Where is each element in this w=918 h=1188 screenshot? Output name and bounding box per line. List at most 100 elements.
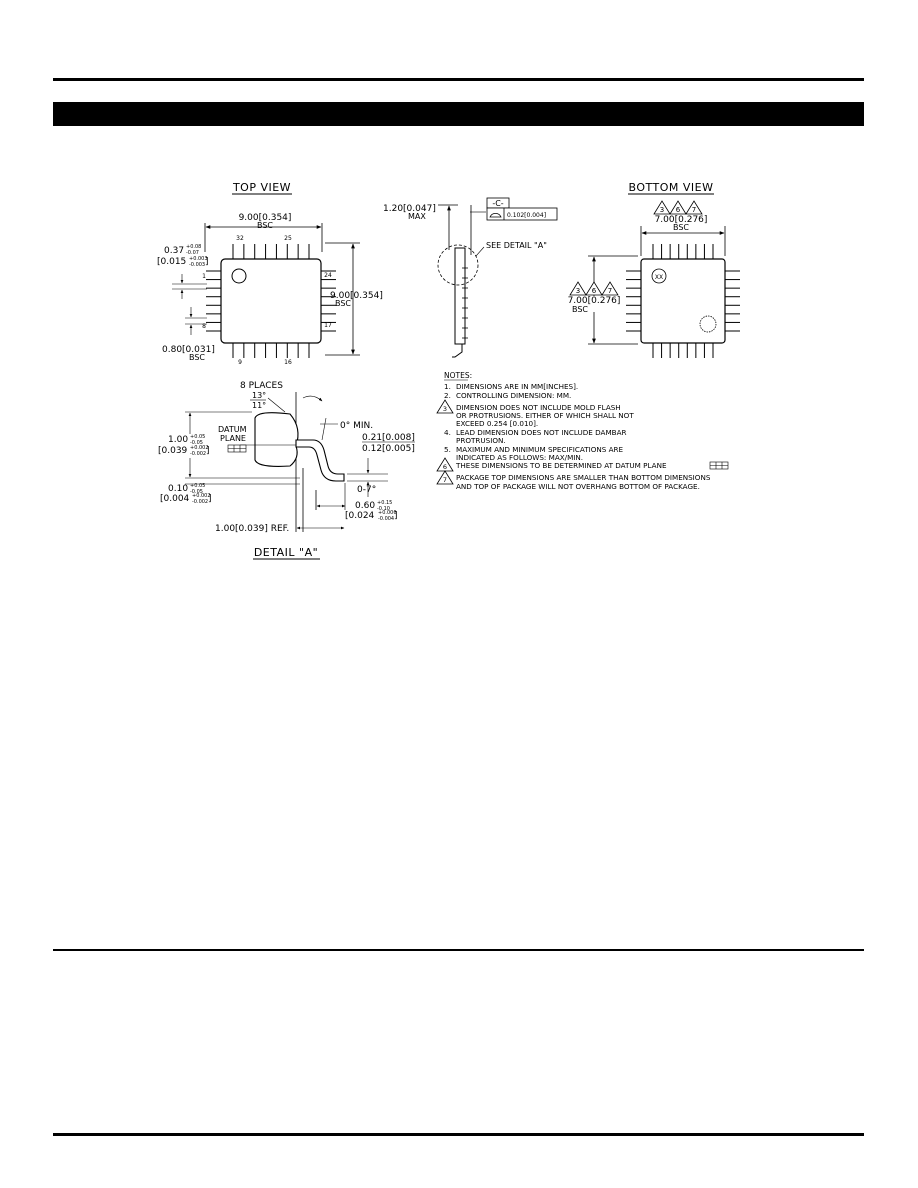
top-width-dim: 9.00[0.354] [239,213,292,223]
note-2: CONTROLLING DIMENSION: MM. [456,391,571,400]
marking-circle [651,268,667,284]
notes: NOTES: 1. DIMENSIONS ARE IN MM[INCHES]. … [436,371,729,491]
lead-width-mm-tol-hi: +0.08 [186,244,201,250]
gap-mm-tol-hi: +0.05 [190,483,205,489]
foot-length-mm: 0.60 [355,501,375,511]
bottom-width-note-refs: 3 6 7 [653,200,703,215]
flatness-frame [486,207,558,221]
pin1-marker [231,268,247,284]
top-view-leads [206,244,336,358]
bottom-width-ref-3: 7 [692,206,696,214]
footer-rule-upper [53,949,864,951]
note-4-number: 4. [444,428,451,437]
pin-label-8: 8 [202,323,206,330]
gap-in: [0.004 [160,494,190,504]
pin-label-24: 24 [324,272,332,279]
detail-min-angle: 0° MIN. [340,421,373,431]
bottom-height-ref-3: 7 [608,287,612,295]
detail-places: 8 PLACES [240,381,283,391]
bottom-height-ref-2: 6 [592,287,597,295]
detail-lead [295,439,345,482]
detail-a: 8 PLACES 13° 11° 0° MIN. DATUM PLANE 1.0… [158,381,415,560]
foot-length-in-tol-hi: +0.006 [378,510,397,516]
bottom-view-title: BOTTOM VIEW [629,181,714,194]
lead-width-in-tol-lo: -0.003 [189,262,205,268]
foot-length-mm-tol-lo: -0.10 [377,506,390,512]
bottom-width-bsc: BSC [673,223,689,232]
standoff-mm-tol-lo: -0.05 [190,440,203,446]
foot-length-in: [0.024 [345,511,375,521]
top-view: TOP VIEW 32 25 1 8 24 17 9 16 9.00[0.354… [157,181,383,366]
note-3-line1: DIMENSION DOES NOT INCLUDE MOLD FLASH [456,403,621,412]
notes-heading: NOTES: [444,371,472,380]
datum-plane-line1: DATUM [218,425,247,434]
flatness-icon [489,213,502,218]
ref-dim: 1.00[0.039] REF. [215,524,289,534]
side-view-leads [462,267,468,339]
top-height-dim: 9.00[0.354] [330,291,383,301]
gap-mm: 0.10 [168,484,188,494]
note-7-line1: PACKAGE TOP DIMENSIONS ARE SMALLER THAN … [456,473,711,482]
note-1: DIMENSIONS ARE IN MM[INCHES]. [456,382,578,391]
detail-angle-top: 13° [252,391,266,400]
bottom-view-leads [626,244,740,358]
gap-in-tol-lo: -0.002 [192,499,208,505]
bottom-width-dim: 7.00[0.276] [655,215,708,225]
pitch-dim: 0.80[0.031] [162,345,215,355]
header-rule [53,78,864,81]
bottom-height-dim: 7.00[0.276] [568,296,621,306]
note-5-line1: MAXIMUM AND MINIMUM SPECIFICATIONS ARE [456,445,623,454]
lead-angle: 0-7° [357,485,376,495]
standoff-in-tol-hi: +0.002 [190,445,209,451]
lead-width-in-close: ] [205,257,209,267]
lead-width-mm: 0.37 [164,246,184,256]
standoff-mm: 1.00 [168,435,188,445]
note-3-line3: EXCEED 0.254 [0.010]. [456,419,538,428]
foot-length-mm-tol-hi: +0.15 [377,500,392,506]
note-3-number: 3 [443,405,447,413]
bottom-height-bsc: BSC [572,305,588,314]
note-4-line2: PROTRUSION. [456,436,506,445]
lead-width-in: [0.015 [157,257,186,267]
thickness-max: 0.21[0.008] [362,433,415,443]
gap-in-tol-hi: +0.002 [192,493,211,499]
top-width-bsc: BSC [257,221,273,230]
top-view-body [220,258,322,344]
note-6: THESE DIMENSIONS TO BE DETERMINED AT DAT… [455,461,667,470]
side-max-label: MAX [408,212,426,221]
bottom-height-ref-1: 3 [576,287,580,295]
note-5-number: 5. [444,445,451,454]
pin-label-25: 25 [284,235,292,242]
datum-c-label: -C- [492,199,503,208]
gap-in-close: ] [208,494,212,504]
header-bar [53,102,864,126]
bottom-view: BOTTOM VIEW 3 6 7 7.00[0.276] BSC XX 3 [566,181,740,358]
lead-width-in-tol-hi: +0.003 [189,256,208,262]
foot-length-in-tol-lo: -0.004 [378,516,394,522]
standoff-in-tol-lo: -0.002 [190,451,206,457]
datum-plane-line2: PLANE [220,434,246,443]
note-2-number: 2. [444,391,451,400]
flatness-value: 0.102[0.004] [507,212,546,219]
foot-length-in-close: ] [394,511,398,521]
standoff-in: [0.039 [158,446,188,456]
side-view-body [454,247,466,345]
note-4-line1: LEAD DIMENSION DOES NOT INCLUDE DAMBAR [456,428,627,437]
see-detail-a: SEE DETAIL "A" [486,241,547,250]
pin-label-1: 1 [202,273,206,280]
bottom-width-ref-2: 6 [676,206,681,214]
pin-label-32: 32 [236,235,244,242]
gap-mm-tol-lo: -0.05 [190,489,203,495]
note-1-number: 1. [444,382,451,391]
standoff-in-close: ] [206,446,210,456]
pin-label-16: 16 [284,359,292,366]
top-height-bsc: BSC [335,299,351,308]
pitch-bsc: BSC [189,353,205,362]
bottom-marking: XX [655,274,663,281]
thickness-min: 0.12[0.005] [362,444,415,454]
detail-a-callout [437,244,479,286]
note-7-number: 7 [443,476,447,484]
standoff-mm-tol-hi: +0.05 [190,434,205,440]
side-view: 1.20[0.047] MAX -C- 0.102[0.004] SEE DET… [383,197,558,358]
